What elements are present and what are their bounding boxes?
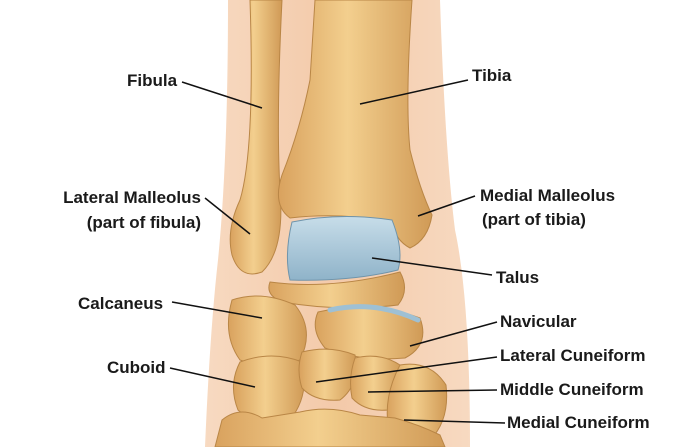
metatarsal-bases [214,408,446,447]
middle-cuneiform-leader [367,389,498,393]
cuboid-label: Cuboid [107,358,166,377]
medial-malleolus-label: Medial Malleolus [480,186,616,205]
navicular-leader [409,321,498,347]
tibia-leader [359,79,469,105]
middle-cuneiform-label: Middle Cuneiform [500,380,644,399]
medial-malleolus-note: (part of tibia) [482,210,586,229]
talus-label: Talus [496,268,540,287]
lateral-cuneiform-bone [298,348,357,401]
calcaneus-leader [171,301,263,319]
tibia-bone [277,0,433,249]
lateral-malleolus-leader [204,197,251,235]
lateral-malleolus-note: (part of fibula) [86,213,201,232]
leader-lines [169,79,506,424]
fibula-bone [229,0,283,275]
medial-malleolus-leader [417,195,476,217]
calcaneus-label: Calcaneus [78,294,164,313]
calcaneus-bone [227,295,307,367]
fibula-leader [181,81,263,109]
lateral-malleolus-label: Lateral Malleolus [63,188,201,207]
talus-cartilage [286,215,401,281]
navicular-label: Navicular [500,312,577,331]
lateral-cuneiform-leader [315,356,498,383]
medial-cuneiform-leader [403,419,506,424]
medial-cuneiform-label: Medial Cuneiform [507,413,650,432]
talus-leader [371,257,493,276]
fibula-label: Fibula [127,71,178,90]
navicular-cartilage [327,304,421,323]
tibia-label: Tibia [472,66,512,85]
cuboid-leader [169,367,256,388]
lateral-cuneiform-label: Lateral Cuneiform [500,346,646,365]
